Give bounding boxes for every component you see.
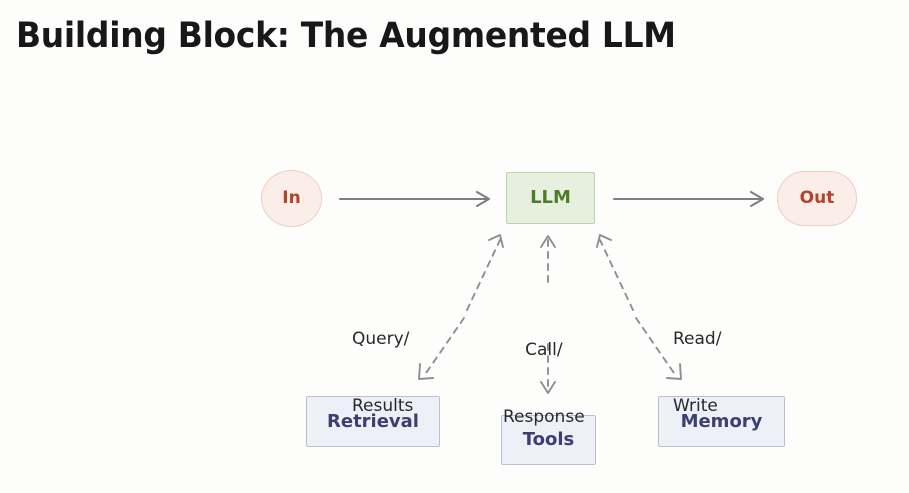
node-llm[interactable]: LLM bbox=[506, 172, 595, 224]
edge-label-call-response-line2: Response bbox=[503, 407, 585, 428]
edge-llm-to-out bbox=[612, 190, 765, 208]
node-output[interactable]: Out bbox=[777, 171, 857, 226]
node-input[interactable]: In bbox=[261, 170, 322, 227]
edge-label-call-response: Call/ Response bbox=[503, 294, 585, 474]
node-memory[interactable]: Memory bbox=[658, 396, 785, 447]
node-tools[interactable]: Tools bbox=[501, 415, 596, 465]
page-title: Building Block: The Augmented LLM bbox=[16, 16, 676, 56]
edge-label-read-write: Read/ Write bbox=[673, 283, 721, 463]
node-retrieval[interactable]: Retrieval bbox=[306, 396, 440, 447]
edge-label-call-response-line1: Call/ bbox=[525, 339, 563, 360]
edge-label-query-results-line2: Results bbox=[352, 396, 414, 417]
edge-llm-to-retrieval bbox=[418, 234, 504, 380]
edge-in-to-llm bbox=[338, 190, 491, 208]
edge-label-read-write-line2: Write bbox=[673, 396, 718, 417]
edge-label-read-write-line1: Read/ bbox=[673, 328, 722, 349]
edge-llm-to-memory bbox=[596, 234, 682, 380]
edge-label-query-results: Query/ Results bbox=[352, 283, 413, 463]
edge-label-query-results-line1: Query/ bbox=[352, 328, 410, 349]
